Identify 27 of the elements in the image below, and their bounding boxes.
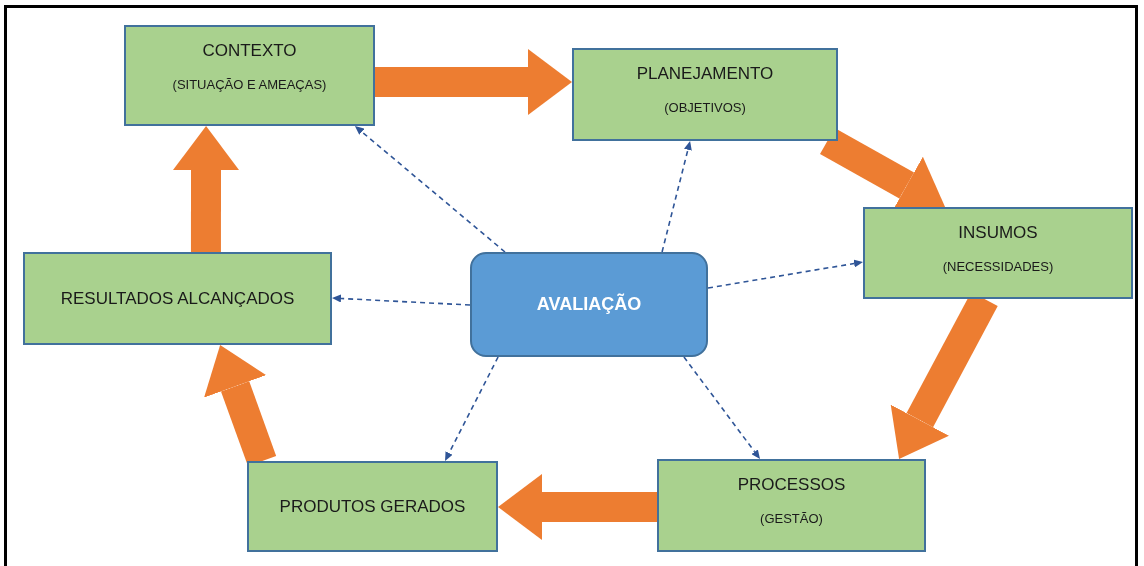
- process-box: [247, 461, 498, 552]
- box-subtitle: (GESTÃO): [760, 511, 823, 526]
- dashed-arrow: [661, 141, 692, 253]
- block-arrow: [374, 49, 572, 115]
- dashed-arrow: [332, 294, 471, 306]
- box-title: AVALIAÇÃO: [536, 294, 642, 315]
- box-title: CONTEXTO: [202, 41, 297, 61]
- block-arrow: [173, 126, 239, 252]
- box-subtitle: (OBJETIVOS): [664, 100, 746, 115]
- dashed-arrow: [683, 356, 761, 459]
- process-box: [863, 207, 1133, 299]
- box-title: PLANEJAMENTO: [636, 64, 774, 84]
- dashed-arrow: [354, 126, 506, 253]
- box-title: INSUMOS: [958, 223, 1038, 243]
- block-arrow: [498, 473, 657, 540]
- rounded-box: [470, 252, 708, 357]
- dashed-arrow: [445, 356, 499, 461]
- box-subtitle: (SITUAÇÃO E AMEAÇAS): [172, 77, 327, 92]
- dashed-arrow: [707, 259, 863, 289]
- process-box: [572, 48, 838, 141]
- box-title: RESULTADOS ALCANÇADOS: [60, 288, 295, 309]
- process-box: [657, 459, 926, 552]
- box-title: PRODUTOS GERADOS: [279, 496, 466, 517]
- process-box: [23, 252, 332, 345]
- box-subtitle: (NECESSIDADES): [942, 259, 1054, 274]
- process-box: [124, 25, 375, 126]
- box-title: PROCESSOS: [737, 475, 846, 495]
